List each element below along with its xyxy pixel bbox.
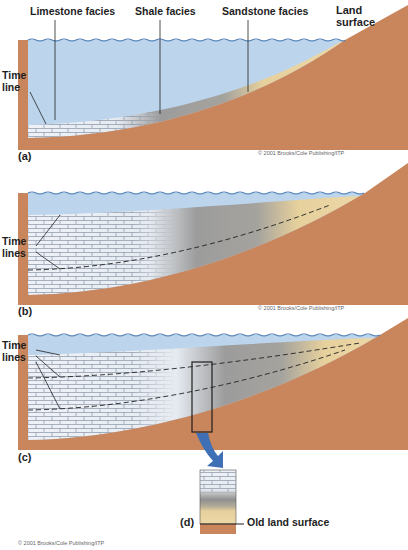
facies-label: Sandstone facies: [222, 6, 322, 18]
copyright-note: © 2001 Brooks/Cole Publishing/ITP: [258, 305, 408, 311]
panel-letter: (c): [18, 451, 48, 463]
panel-letter: (a): [18, 150, 48, 162]
panel-letter: (d): [180, 516, 204, 528]
time-line-label: Time lines: [2, 236, 36, 259]
time-line-label: Time line: [2, 70, 34, 93]
land-label: Land surface: [336, 4, 392, 28]
copyright-note: © 2001 Brooks/Cole Publishing/ITP: [18, 540, 178, 546]
facies-label: Shale facies: [135, 6, 215, 18]
time-line-label: Time lines: [2, 340, 36, 363]
copyright-note: © 2001 Brooks/Cole Publishing/ITP: [258, 150, 408, 156]
panel-letter: (b): [18, 305, 48, 317]
column-label: Old land surface: [247, 517, 387, 529]
facies-label: Limestone facies: [30, 6, 130, 18]
